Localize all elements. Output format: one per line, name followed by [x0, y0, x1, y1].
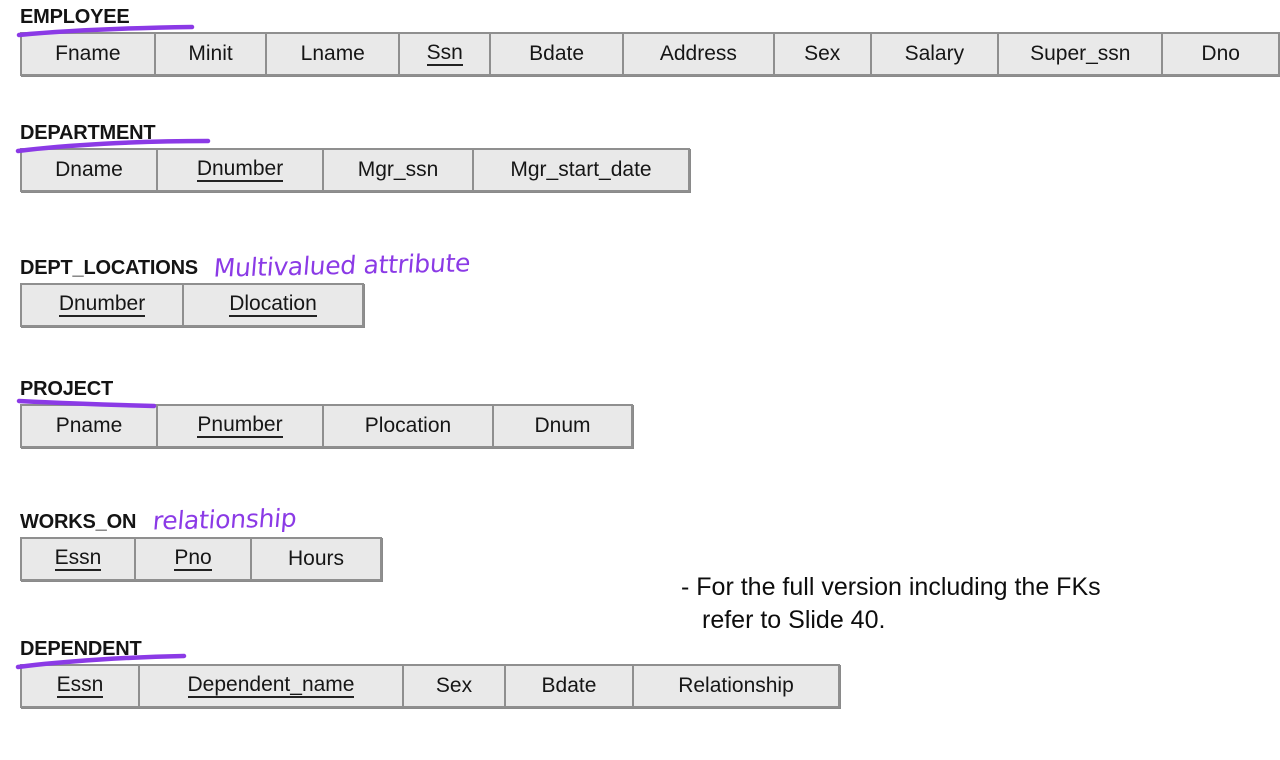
table-row: Dname Dnumber Mgr_ssn Mgr_start_date [20, 148, 690, 192]
relation-header-dependent: DEPENDENT [15, 638, 187, 670]
side-note-line-1: - For the full version including the FKs [681, 573, 1101, 601]
table-row: Fname Minit Lname Ssn Bdate Address Sex … [20, 32, 1280, 76]
attribute-cell[interactable]: Bdate [504, 664, 634, 708]
attribute-cell[interactable]: Pname [20, 404, 158, 448]
attribute-cell[interactable]: Hours [250, 537, 382, 581]
attribute-label: Dnum [534, 413, 591, 437]
attribute-table-project: Pname Pnumber Plocation Dnum [20, 404, 633, 448]
relation-header-department: DEPARTMENT [15, 122, 211, 154]
attribute-table-dependent: Essn Dependent_name Sex Bdate Relationsh… [20, 664, 840, 708]
table-row: Dnumber Dlocation [20, 283, 364, 327]
relation-title: DEPT_LOCATIONS [20, 257, 198, 279]
attribute-cell[interactable]: Mgr_ssn [322, 148, 474, 192]
attribute-cell[interactable]: Address [621, 32, 775, 76]
attribute-cell[interactable]: Lname [265, 32, 401, 76]
attribute-label: Essn [56, 673, 104, 698]
relation-dept-locations: DEPT_LOCATIONS Multivalued attribute Dnu… [0, 248, 472, 327]
attribute-label: Lname [300, 41, 365, 65]
attribute-table-department: Dname Dnumber Mgr_ssn Mgr_start_date [20, 148, 690, 192]
attribute-label: Bdate [541, 673, 597, 697]
attribute-cell-primary-key[interactable]: Dnumber [20, 283, 184, 327]
attribute-table-dept-locations: Dnumber Dlocation [20, 283, 364, 327]
attribute-cell[interactable]: Mgr_start_date [472, 148, 690, 192]
attribute-label: Mgr_start_date [510, 157, 652, 181]
attribute-cell[interactable]: Dno [1161, 32, 1280, 76]
relation-header-works-on: WORKS_ON relationship [20, 503, 298, 536]
attribute-cell-primary-key[interactable]: Essn [20, 664, 140, 708]
attribute-label: Dependent_name [187, 673, 355, 698]
attribute-label: Pname [55, 413, 123, 437]
attribute-cell[interactable]: Plocation [322, 404, 494, 448]
attribute-label: Super_ssn [1030, 41, 1131, 65]
side-note-line-2: refer to Slide 40. [702, 606, 886, 634]
attribute-label: Minit [188, 41, 233, 65]
attribute-cell[interactable]: Salary [869, 32, 1000, 76]
attribute-cell[interactable]: Dnum [492, 404, 633, 448]
attribute-label: Sex [435, 673, 473, 697]
attribute-cell-primary-key[interactable]: Dependent_name [138, 664, 404, 708]
attribute-label: Fname [55, 41, 121, 65]
attribute-cell-primary-key[interactable]: Dlocation [182, 283, 364, 327]
attribute-cell-primary-key[interactable]: Dnumber [156, 148, 324, 192]
attribute-label: Pnumber [197, 413, 283, 438]
attribute-label: Sex [804, 41, 841, 65]
attribute-label: Dno [1201, 41, 1240, 65]
table-row: Essn Pno Hours [20, 537, 382, 581]
relation-header-dept-locations: DEPT_LOCATIONS Multivalued attribute [20, 248, 472, 283]
attribute-label: Mgr_ssn [357, 157, 439, 181]
relation-works-on: WORKS_ON relationship Essn Pno Hours [0, 503, 382, 581]
attribute-label: Bdate [529, 41, 585, 65]
attribute-cell-primary-key[interactable]: Ssn [398, 32, 492, 76]
attribute-label: Salary [904, 41, 965, 65]
table-row: Pname Pnumber Plocation Dnum [20, 404, 633, 448]
attribute-cell[interactable]: Bdate [489, 32, 624, 76]
relation-employee: EMPLOYEE Fname Minit Lname Ssn Bdate Add… [0, 6, 1280, 76]
attribute-label: Address [659, 41, 737, 65]
relation-title: DEPARTMENT [20, 122, 156, 144]
attribute-cell-primary-key[interactable]: Essn [20, 537, 136, 581]
handwritten-annotation-multivalued: Multivalued attribute [212, 248, 472, 283]
attribute-label: Dnumber [58, 292, 146, 317]
attribute-table-employee: Fname Minit Lname Ssn Bdate Address Sex … [20, 32, 1280, 76]
attribute-cell[interactable]: Sex [402, 664, 506, 708]
attribute-label: Pno [174, 546, 212, 571]
table-row: Essn Dependent_name Sex Bdate Relationsh… [20, 664, 840, 708]
attribute-cell[interactable]: Super_ssn [997, 32, 1164, 76]
attribute-cell[interactable]: Sex [772, 32, 872, 76]
attribute-cell-primary-key[interactable]: Pno [134, 537, 252, 581]
attribute-label: Dname [55, 157, 123, 181]
attribute-label: Relationship [678, 673, 794, 697]
relation-project: PROJECT Pname Pnumber Plocation Dnum [0, 378, 633, 448]
attribute-cell[interactable]: Minit [153, 32, 268, 76]
relation-header-project: PROJECT [16, 378, 157, 409]
relation-header-employee: EMPLOYEE [16, 6, 195, 38]
attribute-label: Plocation [364, 413, 452, 437]
attribute-label: Dlocation [229, 292, 317, 317]
relation-title: PROJECT [20, 378, 114, 400]
attribute-cell-primary-key[interactable]: Pnumber [156, 404, 324, 448]
attribute-label: Ssn [426, 41, 463, 66]
relation-title: EMPLOYEE [20, 6, 130, 28]
attribute-label: Hours [287, 546, 345, 570]
attribute-cell[interactable]: Fname [20, 32, 156, 76]
attribute-table-works-on: Essn Pno Hours [20, 537, 382, 581]
attribute-cell[interactable]: Relationship [632, 664, 840, 708]
relation-title: DEPENDENT [20, 638, 142, 660]
attribute-label: Essn [54, 546, 102, 571]
relation-department: DEPARTMENT Dname Dnumber Mgr_ssn Mgr_sta… [0, 122, 690, 192]
relation-title: WORKS_ON [20, 511, 137, 533]
attribute-cell[interactable]: Dname [20, 148, 158, 192]
relation-dependent: DEPENDENT Essn Dependent_name Sex Bdate … [0, 638, 840, 708]
attribute-label: Dnumber [196, 157, 284, 182]
handwritten-annotation-relationship: relationship [151, 503, 298, 536]
side-note: - For the full version including the FKs… [681, 538, 1101, 670]
